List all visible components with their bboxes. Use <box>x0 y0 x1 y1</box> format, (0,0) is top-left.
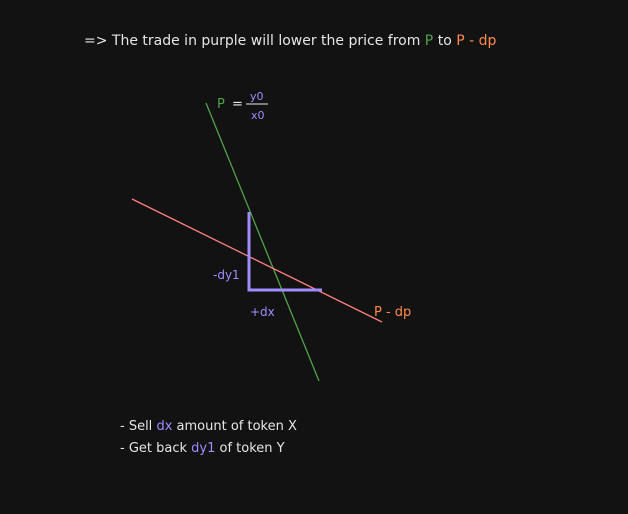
note-sell-prefix: - Sell <box>120 419 156 434</box>
formula-denominator: x0 <box>251 109 265 122</box>
dy-label: -dy1 <box>213 268 240 282</box>
trade-triangle <box>247 212 322 292</box>
header-p-minus-dp: P - dp <box>456 33 496 49</box>
dx-label: +dx <box>250 305 275 319</box>
note-sell: - Sell dx amount of token X <box>120 419 297 434</box>
note-sell-var: dx <box>156 419 172 434</box>
formula-equals: = <box>232 97 243 112</box>
p-minus-dp-label: P - dp <box>374 305 411 320</box>
formula-numerator: y0 <box>250 90 264 103</box>
note-get-back-prefix: - Get back <box>120 441 191 456</box>
header-middle: will lower the price from <box>246 33 425 49</box>
header-to: to <box>433 33 456 49</box>
note-get-back-var: dy1 <box>191 441 215 456</box>
header-text: => The trade in purple will lower the pr… <box>84 33 497 49</box>
price-line-p-minus-dp <box>131 198 383 323</box>
note-get-back-suffix: of token Y <box>215 441 284 456</box>
header-p-label: P <box>425 33 433 49</box>
header-highlight: purple <box>201 33 246 49</box>
note-sell-suffix: amount of token X <box>172 419 297 434</box>
header-prefix: => The trade in <box>84 33 201 49</box>
price-line-p <box>205 102 320 382</box>
note-get-back: - Get back dy1 of token Y <box>120 441 285 456</box>
formula-p-label: P <box>217 97 225 112</box>
